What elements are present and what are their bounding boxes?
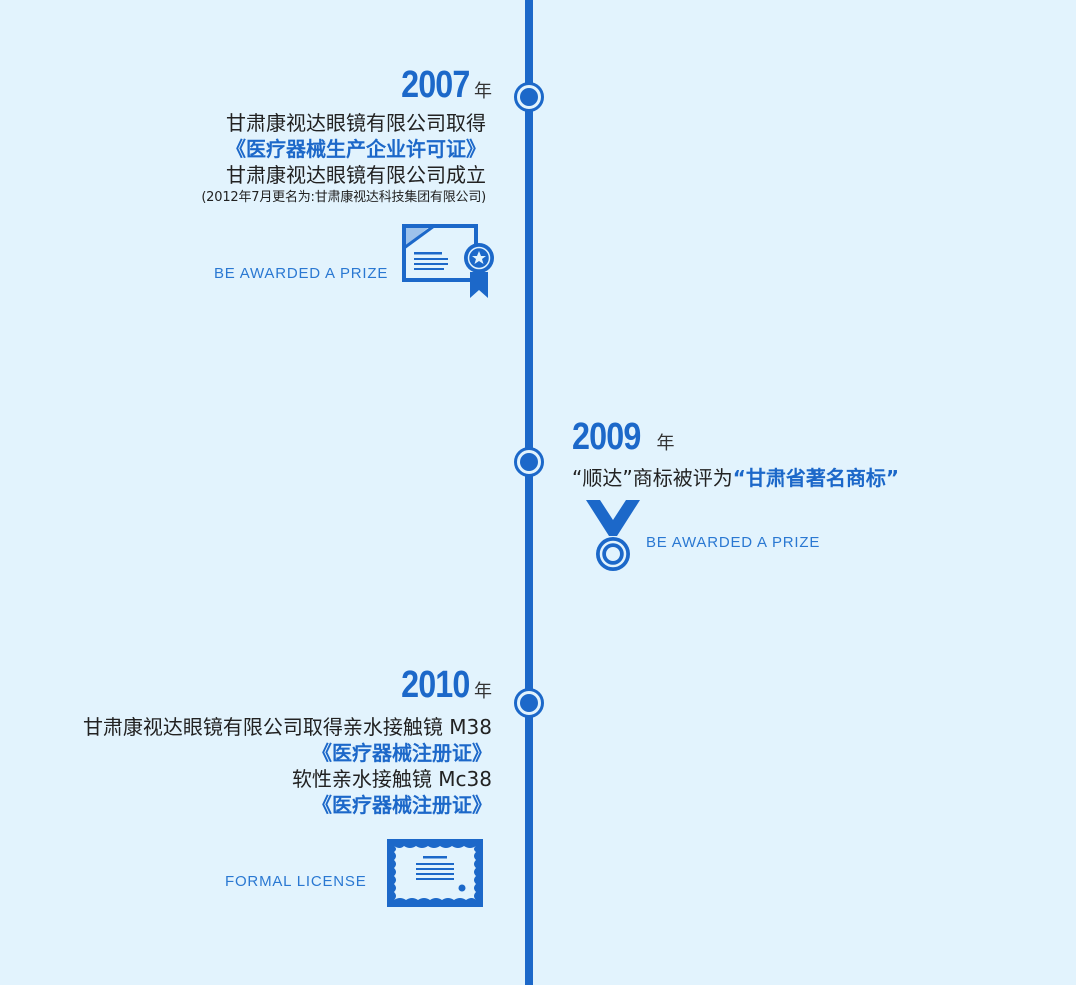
medal-icon <box>586 500 640 571</box>
event-text-2007: 甘肃康视达眼镜有限公司取得 《医疗器械生产企业许可证》 甘肃康视达眼镜有限公司成… <box>201 110 486 208</box>
certificate-ribbon-icon <box>402 224 494 298</box>
year-label-2007: 2007 年 <box>389 64 492 107</box>
caption-2007: BE AWARDED A PRIZE <box>214 265 389 282</box>
event-text-2009: “顺达”商标被评为“甘肃省著名商标” <box>572 465 899 491</box>
event-line-highlight: 《医疗器械注册证》 <box>312 793 492 817</box>
event-line-highlight: 《医疗器械注册证》 <box>312 741 492 765</box>
license-document-icon <box>387 839 483 907</box>
year-number: 2010 <box>401 664 471 706</box>
event-note: (2012年7月更名为:甘肃康视达科技集团有限公司) <box>201 190 486 205</box>
timeline-node-2010 <box>514 688 544 718</box>
year-unit: 年 <box>474 681 492 702</box>
year-unit: 年 <box>474 81 492 102</box>
event-text-2010: 甘肃康视达眼镜有限公司取得亲水接触镜 M38 《医疗器械注册证》 软性亲水接触镜… <box>83 714 492 818</box>
event-line: “顺达”商标被评为 <box>572 466 733 490</box>
caption-2010: FORMAL LICENSE <box>225 873 367 890</box>
year-label-2010: 2010 年 <box>389 664 492 707</box>
year-label-2009: 2009 年 <box>572 416 675 459</box>
event-line-highlight: 《医疗器械生产企业许可证》 <box>226 137 486 161</box>
timeline-axis <box>525 0 533 985</box>
year-number: 2009 <box>572 416 641 458</box>
event-line: 甘肃康视达眼镜有限公司取得 <box>226 111 486 135</box>
event-line-highlight: “甘肃省著名商标” <box>732 466 900 490</box>
timeline-node-2009 <box>514 447 544 477</box>
caption-2009: BE AWARDED A PRIZE <box>646 534 821 551</box>
year-unit: 年 <box>656 433 675 454</box>
event-line: 甘肃康视达眼镜有限公司成立 <box>226 163 486 187</box>
timeline-node-2007 <box>514 82 544 112</box>
event-line: 甘肃康视达眼镜有限公司取得亲水接触镜 M38 <box>82 715 492 739</box>
year-number: 2007 <box>401 64 471 106</box>
event-line: 软性亲水接触镜 Mc38 <box>291 767 492 791</box>
